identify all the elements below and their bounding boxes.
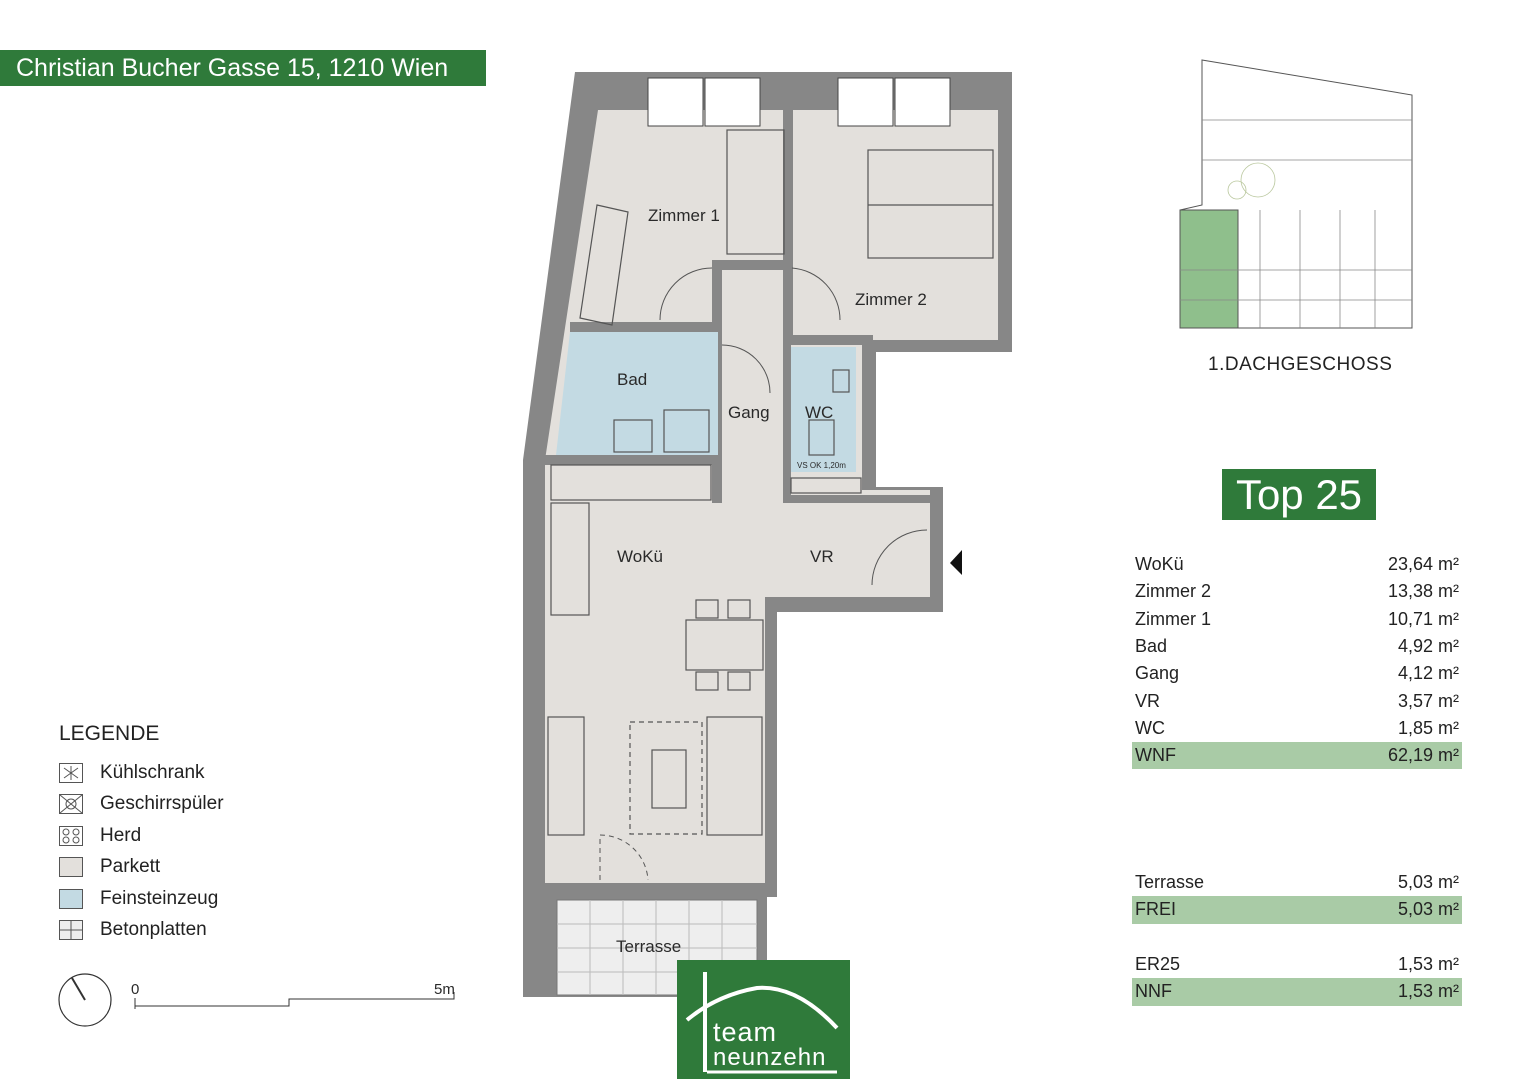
legend-label: Kühlschrank — [100, 761, 205, 783]
area-name: WC — [1135, 717, 1165, 738]
fridge-icon — [59, 762, 83, 783]
area-row: WC 1,85 m² — [1132, 715, 1462, 742]
area-name: WoKü — [1135, 554, 1184, 575]
area-row: Bad 4,92 m² — [1132, 633, 1462, 660]
bad-floor — [556, 332, 718, 455]
area-row: Zimmer 1 10,71 m² — [1132, 606, 1462, 633]
wc-note: VS OK 1,20m — [797, 461, 846, 470]
wnf-total-row: WNF 62,19 m² — [1132, 742, 1462, 770]
floor-label: 1.DACHGESCHOSS — [1208, 354, 1393, 375]
concrete-swatch — [59, 920, 83, 941]
area-value: 4,12 m² — [1397, 663, 1459, 684]
key-plan-highlight — [1179, 209, 1239, 329]
dishwasher-icon — [59, 794, 83, 815]
wall-segment — [783, 110, 793, 340]
area-name: Bad — [1135, 636, 1168, 657]
area-row: VR 3,57 m² — [1132, 687, 1462, 714]
logo-roof-icon — [685, 972, 839, 1074]
legend-item: Geschirrspüler — [59, 789, 224, 821]
legend-item: Betonplatten — [59, 915, 224, 947]
area-value: 1,53 m² — [1397, 981, 1459, 1002]
terrace-table: Terrasse 5,03 m² FREI 5,03 m² — [1132, 869, 1462, 924]
area-value: 4,92 m² — [1397, 636, 1459, 657]
area-name: Gang — [1135, 663, 1180, 684]
wall-segment — [570, 322, 720, 332]
legend-label: Feinsteinzeug — [100, 887, 219, 909]
doors — [599, 267, 928, 881]
furniture — [547, 129, 994, 836]
company-logo: team neunzehn — [677, 960, 850, 1079]
area-value: 1,53 m² — [1397, 954, 1459, 975]
area-row: ER25 1,53 m² — [1132, 951, 1462, 978]
legend: Kühlschrank Geschirrspüler Herd Parkett … — [59, 757, 224, 946]
windows — [647, 77, 951, 127]
room-label-woku: WoKü — [617, 547, 663, 566]
area-name: Terrasse — [1135, 872, 1205, 893]
wall-segment — [783, 335, 873, 345]
wall-segment — [545, 455, 720, 465]
room-label-vr: VR — [810, 547, 834, 566]
area-name: Zimmer 2 — [1135, 581, 1211, 602]
address-banner: Christian Bucher Gasse 15, 1210 Wien — [0, 50, 486, 86]
nnf-total-row: NNF 1,53 m² — [1132, 978, 1462, 1006]
area-value: 23,64 m² — [1387, 554, 1459, 575]
area-value: 13,38 m² — [1387, 581, 1459, 602]
wall-segment — [712, 260, 722, 340]
area-name: NNF — [1135, 981, 1172, 1002]
parquet-floor — [545, 110, 998, 883]
scale-end: 5m — [434, 981, 455, 998]
room-label-zimmer1: Zimmer 1 — [648, 206, 720, 225]
legend-title: LEGENDE — [59, 722, 160, 745]
tile-swatch — [59, 888, 83, 909]
legend-item: Parkett — [59, 852, 224, 884]
wall-segment — [783, 340, 791, 500]
legend-item: Herd — [59, 820, 224, 852]
room-label-gang: Gang — [728, 403, 770, 422]
wall-segment — [712, 260, 792, 270]
room-label-zimmer2: Zimmer 2 — [855, 290, 927, 309]
area-value: 62,19 m² — [1387, 745, 1459, 766]
legend-item: Kühlschrank — [59, 757, 224, 789]
area-value: 10,71 m² — [1387, 608, 1459, 629]
area-row: Terrasse 5,03 m² — [1132, 869, 1462, 896]
area-value: 5,03 m² — [1397, 872, 1459, 893]
area-name: WNF — [1135, 745, 1176, 766]
area-name: Zimmer 1 — [1135, 608, 1211, 629]
frei-total-row: FREI 5,03 m² — [1132, 896, 1462, 924]
entrance-arrow-icon — [950, 550, 962, 575]
legend-label: Parkett — [100, 856, 161, 878]
area-value: 3,57 m² — [1397, 690, 1459, 711]
area-name: FREI — [1135, 899, 1177, 920]
logo-text-neunzehn: neunzehn — [713, 1044, 827, 1071]
logo-text-team: team — [713, 1017, 778, 1047]
legend-label: Herd — [100, 824, 142, 846]
area-name: ER25 — [1135, 954, 1181, 975]
wall-segment — [783, 495, 933, 503]
area-value: 1,85 m² — [1397, 717, 1459, 738]
area-value: 5,03 m² — [1397, 899, 1459, 920]
scale-bar — [134, 992, 455, 1009]
area-row: Zimmer 2 13,38 m² — [1132, 578, 1462, 605]
stove-icon — [59, 825, 83, 846]
area-table: WoKü 23,64 m² Zimmer 2 13,38 m² Zimmer 1 10… — [1132, 551, 1462, 770]
wc-floor — [791, 347, 856, 472]
north-arrow-icon — [58, 973, 112, 1027]
area-row: Gang 4,12 m² — [1132, 660, 1462, 687]
area-name: VR — [1135, 690, 1161, 711]
room-label-wc: WC — [805, 403, 833, 422]
unit-badge: Top 25 — [1222, 469, 1376, 520]
scale-start: 0 — [131, 981, 139, 998]
area-row: WoKü 23,64 m² — [1132, 551, 1462, 578]
parquet-swatch — [59, 857, 83, 878]
room-label-terrasse: Terrasse — [616, 937, 681, 956]
storage-table: ER25 1,53 m² NNF 1,53 m² — [1132, 951, 1462, 1006]
legend-item: Feinsteinzeug — [59, 883, 224, 915]
room-label-bad: Bad — [617, 370, 647, 389]
legend-label: Betonplatten — [100, 919, 207, 941]
key-plan — [1179, 59, 1413, 329]
legend-label: Geschirrspüler — [100, 793, 224, 815]
